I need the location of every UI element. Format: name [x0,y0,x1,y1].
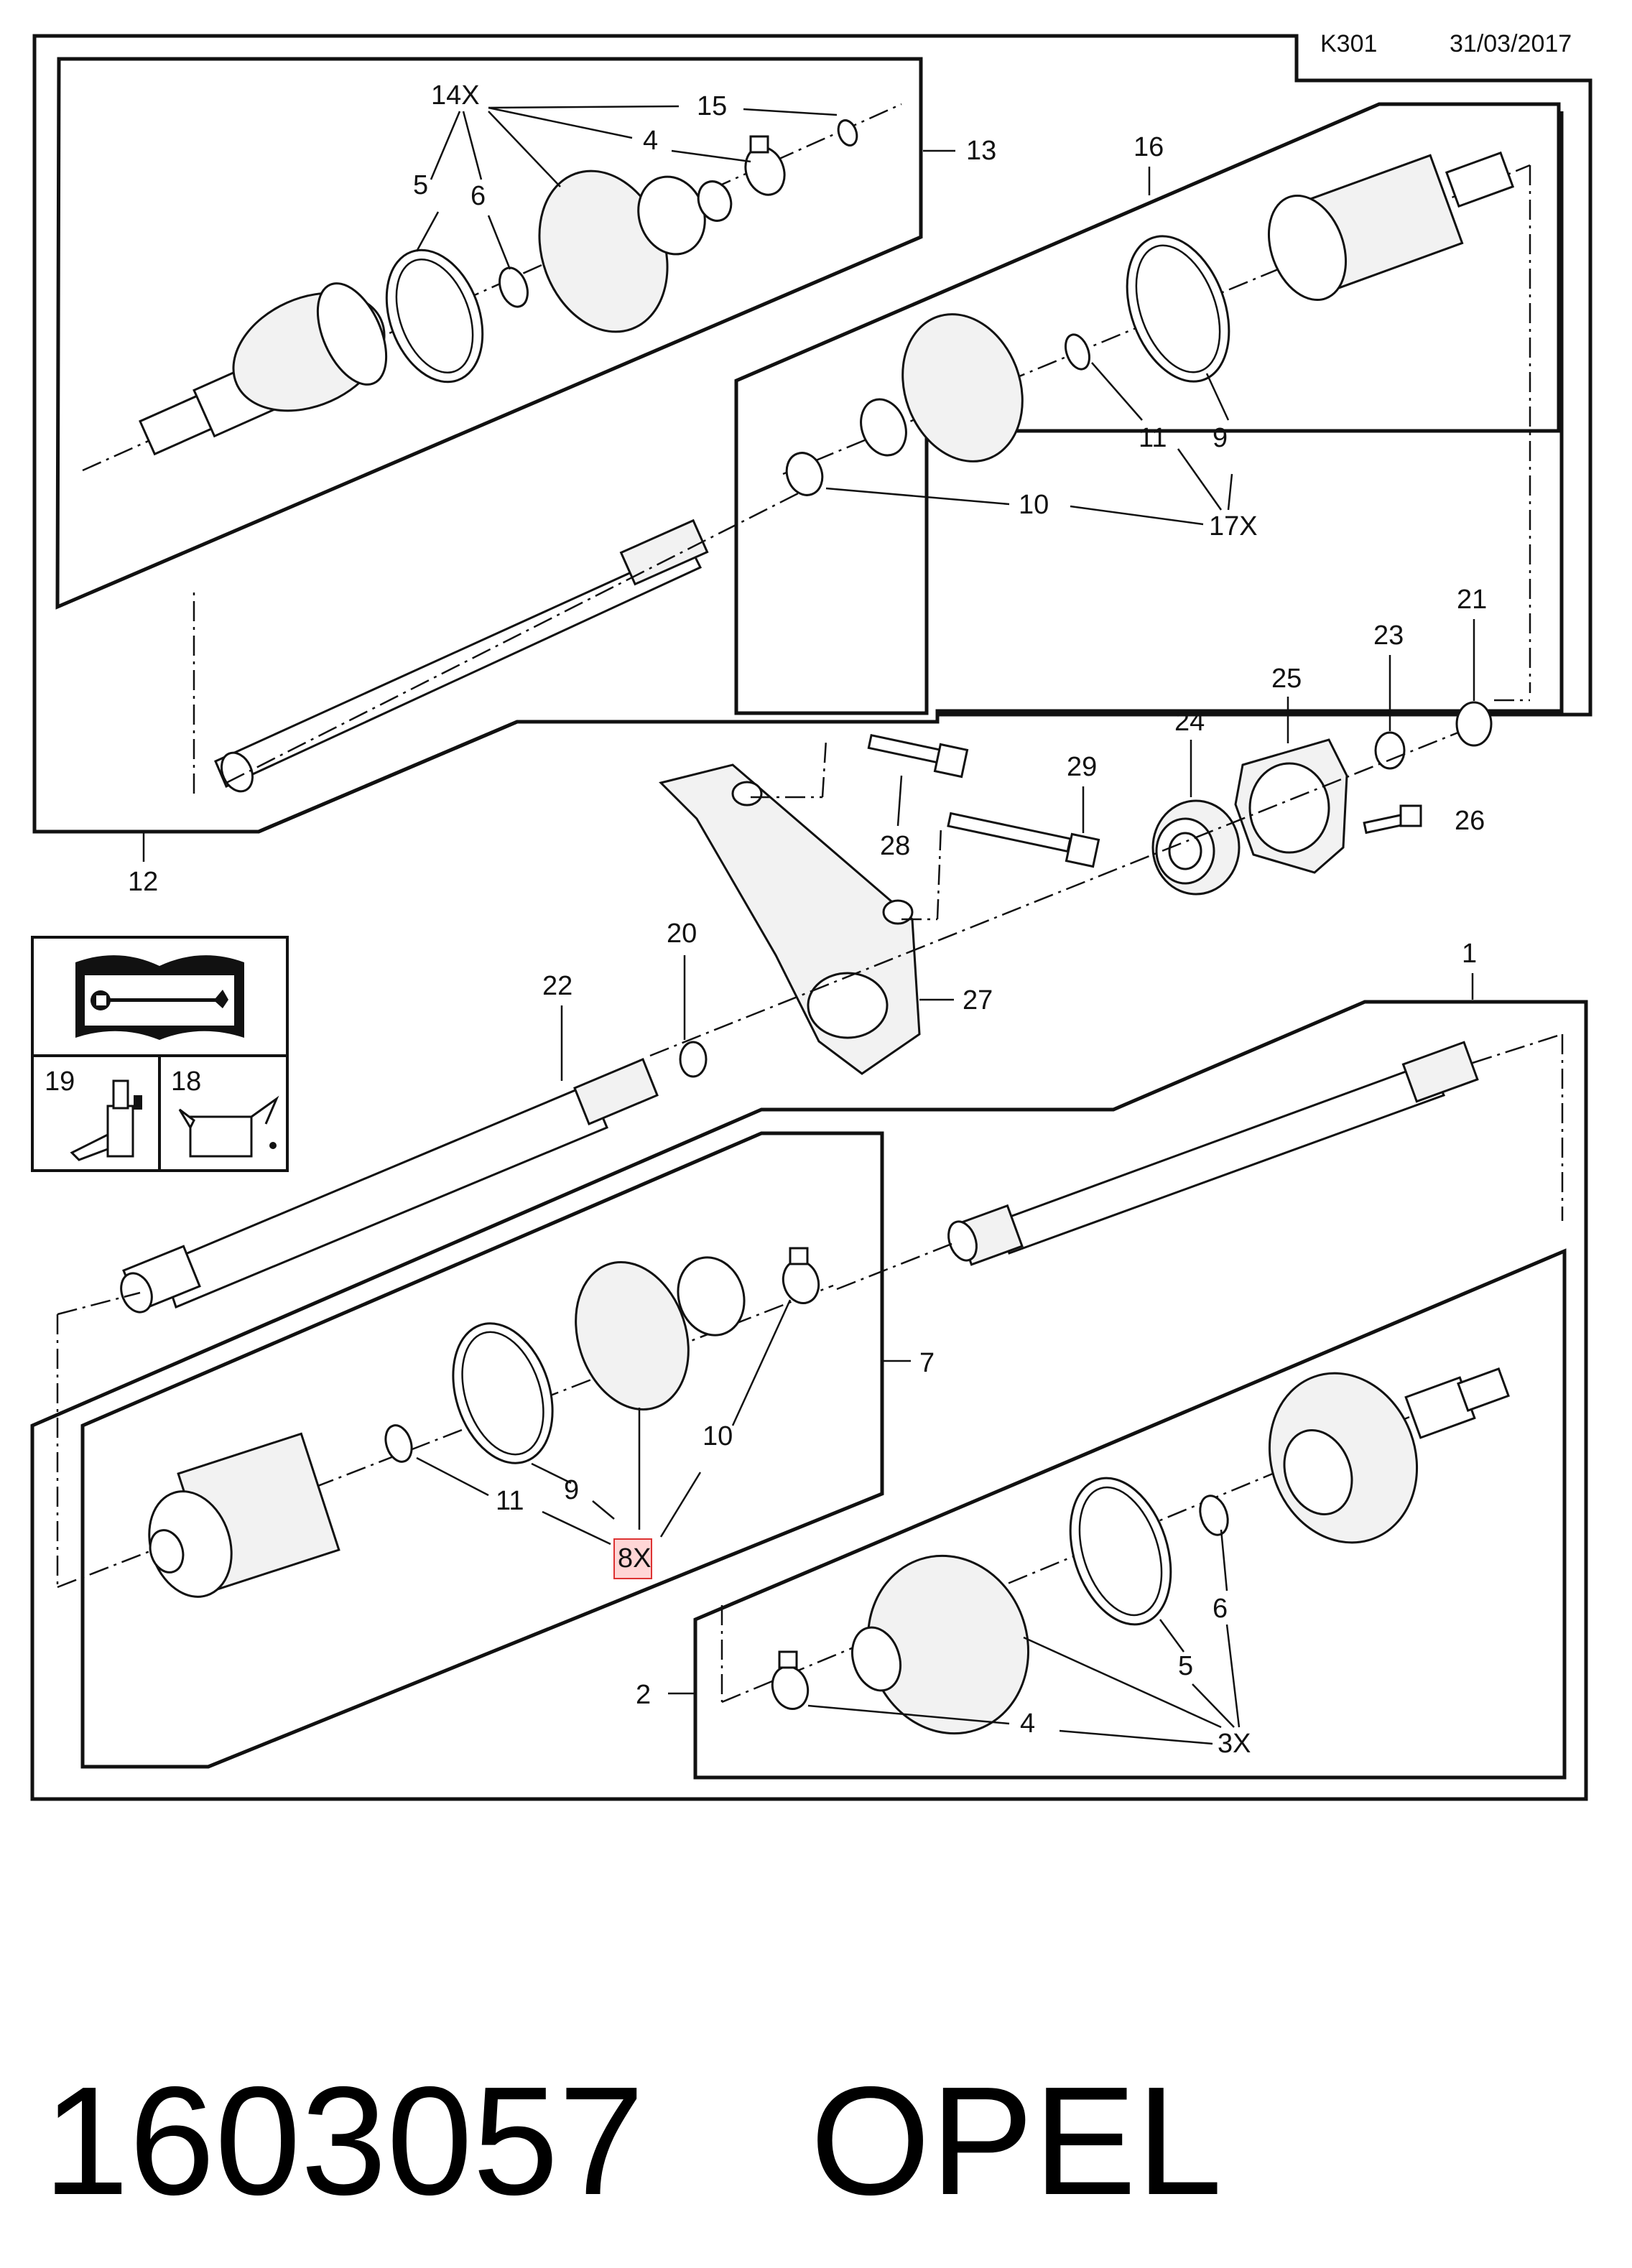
header-date: 31/03/2017 [1450,30,1572,57]
clamp-10-lower-tab [789,1247,809,1265]
callout-17x: 17X [1209,511,1258,542]
circlip-23 [1374,731,1406,770]
bolt-26 [1363,804,1422,835]
callout-27: 27 [963,985,993,1016]
circlip-20 [679,1041,708,1078]
clamp-4-upper-tab [749,135,769,154]
callout-9-upper: 9 [1213,423,1228,453]
highlight-8x [613,1538,652,1579]
inner-cv-housing [1267,151,1515,302]
callout-9-lower: 9 [564,1475,579,1505]
callout-5-lower: 5 [1178,1651,1193,1681]
clamp-4-lower-tab [778,1650,798,1669]
callout-7: 7 [919,1348,935,1378]
callout-28: 28 [880,831,910,861]
callout-24: 24 [1174,707,1205,737]
ring-21 [1455,701,1493,747]
callout-11-lower: 11 [496,1486,524,1516]
bracket-27 [659,763,921,1075]
circlip-6-upper [499,266,529,308]
callout-14x: 14X [431,80,480,111]
callout-4-upper: 4 [643,126,658,156]
outer-cv-joint [139,282,388,456]
callout-15: 15 [697,91,727,121]
callout-26: 26 [1455,806,1485,836]
boot-inner-upper [860,313,1024,463]
circlip-11-lower [384,1424,413,1463]
callout-29: 29 [1067,752,1097,782]
circlip-15 [837,119,858,147]
header-code: K301 [1320,30,1377,57]
shaft-22 [120,1058,659,1314]
callout-2: 2 [636,1680,651,1710]
bearing-24 [1151,799,1241,896]
bolt-29 [947,812,1100,868]
callout-23: 23 [1373,621,1404,651]
callout-8x: 8X [618,1543,651,1574]
callout-16: 16 [1133,132,1164,162]
callout-18: 18 [171,1066,201,1097]
callout-13: 13 [966,136,996,166]
callout-3x: 3X [1218,1729,1251,1759]
grease-cartridge-icon [70,1079,142,1161]
callout-6-lower: 6 [1213,1594,1228,1624]
brand-name: OPEL [810,2054,1223,2227]
circlip-6-lower [1199,1495,1229,1536]
manual-wrench-icon [75,955,244,1040]
boot-inner-lower [575,1256,746,1411]
callout-5-upper: 5 [413,170,428,200]
flange-25 [1234,738,1348,874]
callout-1: 1 [1462,939,1477,969]
outer-cv-joint-lower [1268,1367,1510,1544]
part-number: 1603057 [43,2054,644,2227]
callout-10-upper: 10 [1019,490,1049,520]
callout-4-lower: 4 [1020,1709,1035,1739]
shaft-1 [947,1041,1479,1266]
legend-box: 19 18 [31,936,289,1172]
callout-19: 19 [45,1066,75,1097]
callout-21: 21 [1457,585,1487,615]
frame-16 [734,102,1561,715]
inner-cv-housing-lower [148,1432,340,1598]
oil-can-icon [178,1095,279,1158]
callout-20: 20 [667,919,697,949]
shaft-12 [214,519,709,793]
boot-outer [538,169,733,333]
callout-11-upper: 11 [1139,423,1167,453]
callout-22: 22 [542,971,572,1001]
clamp-4-lower [771,1665,810,1710]
frame-13 [55,57,923,610]
frame-2 [693,1248,1567,1780]
circlip-11-upper [1065,333,1090,371]
callout-10-lower: 10 [703,1421,733,1451]
callout-12: 12 [128,867,158,897]
clamp-ring-5-upper [385,248,484,384]
frame-1 [30,1000,1588,1801]
clamp-ring-5-lower [1069,1477,1172,1626]
boot-outer-lower [851,1554,1030,1735]
callout-6-upper: 6 [470,181,486,211]
callout-25: 25 [1271,664,1302,694]
clamp-ring-9-upper [1126,235,1230,383]
bolt-28 [867,733,969,779]
frame-7 [80,1131,884,1769]
clamp-10-upper [785,452,824,496]
